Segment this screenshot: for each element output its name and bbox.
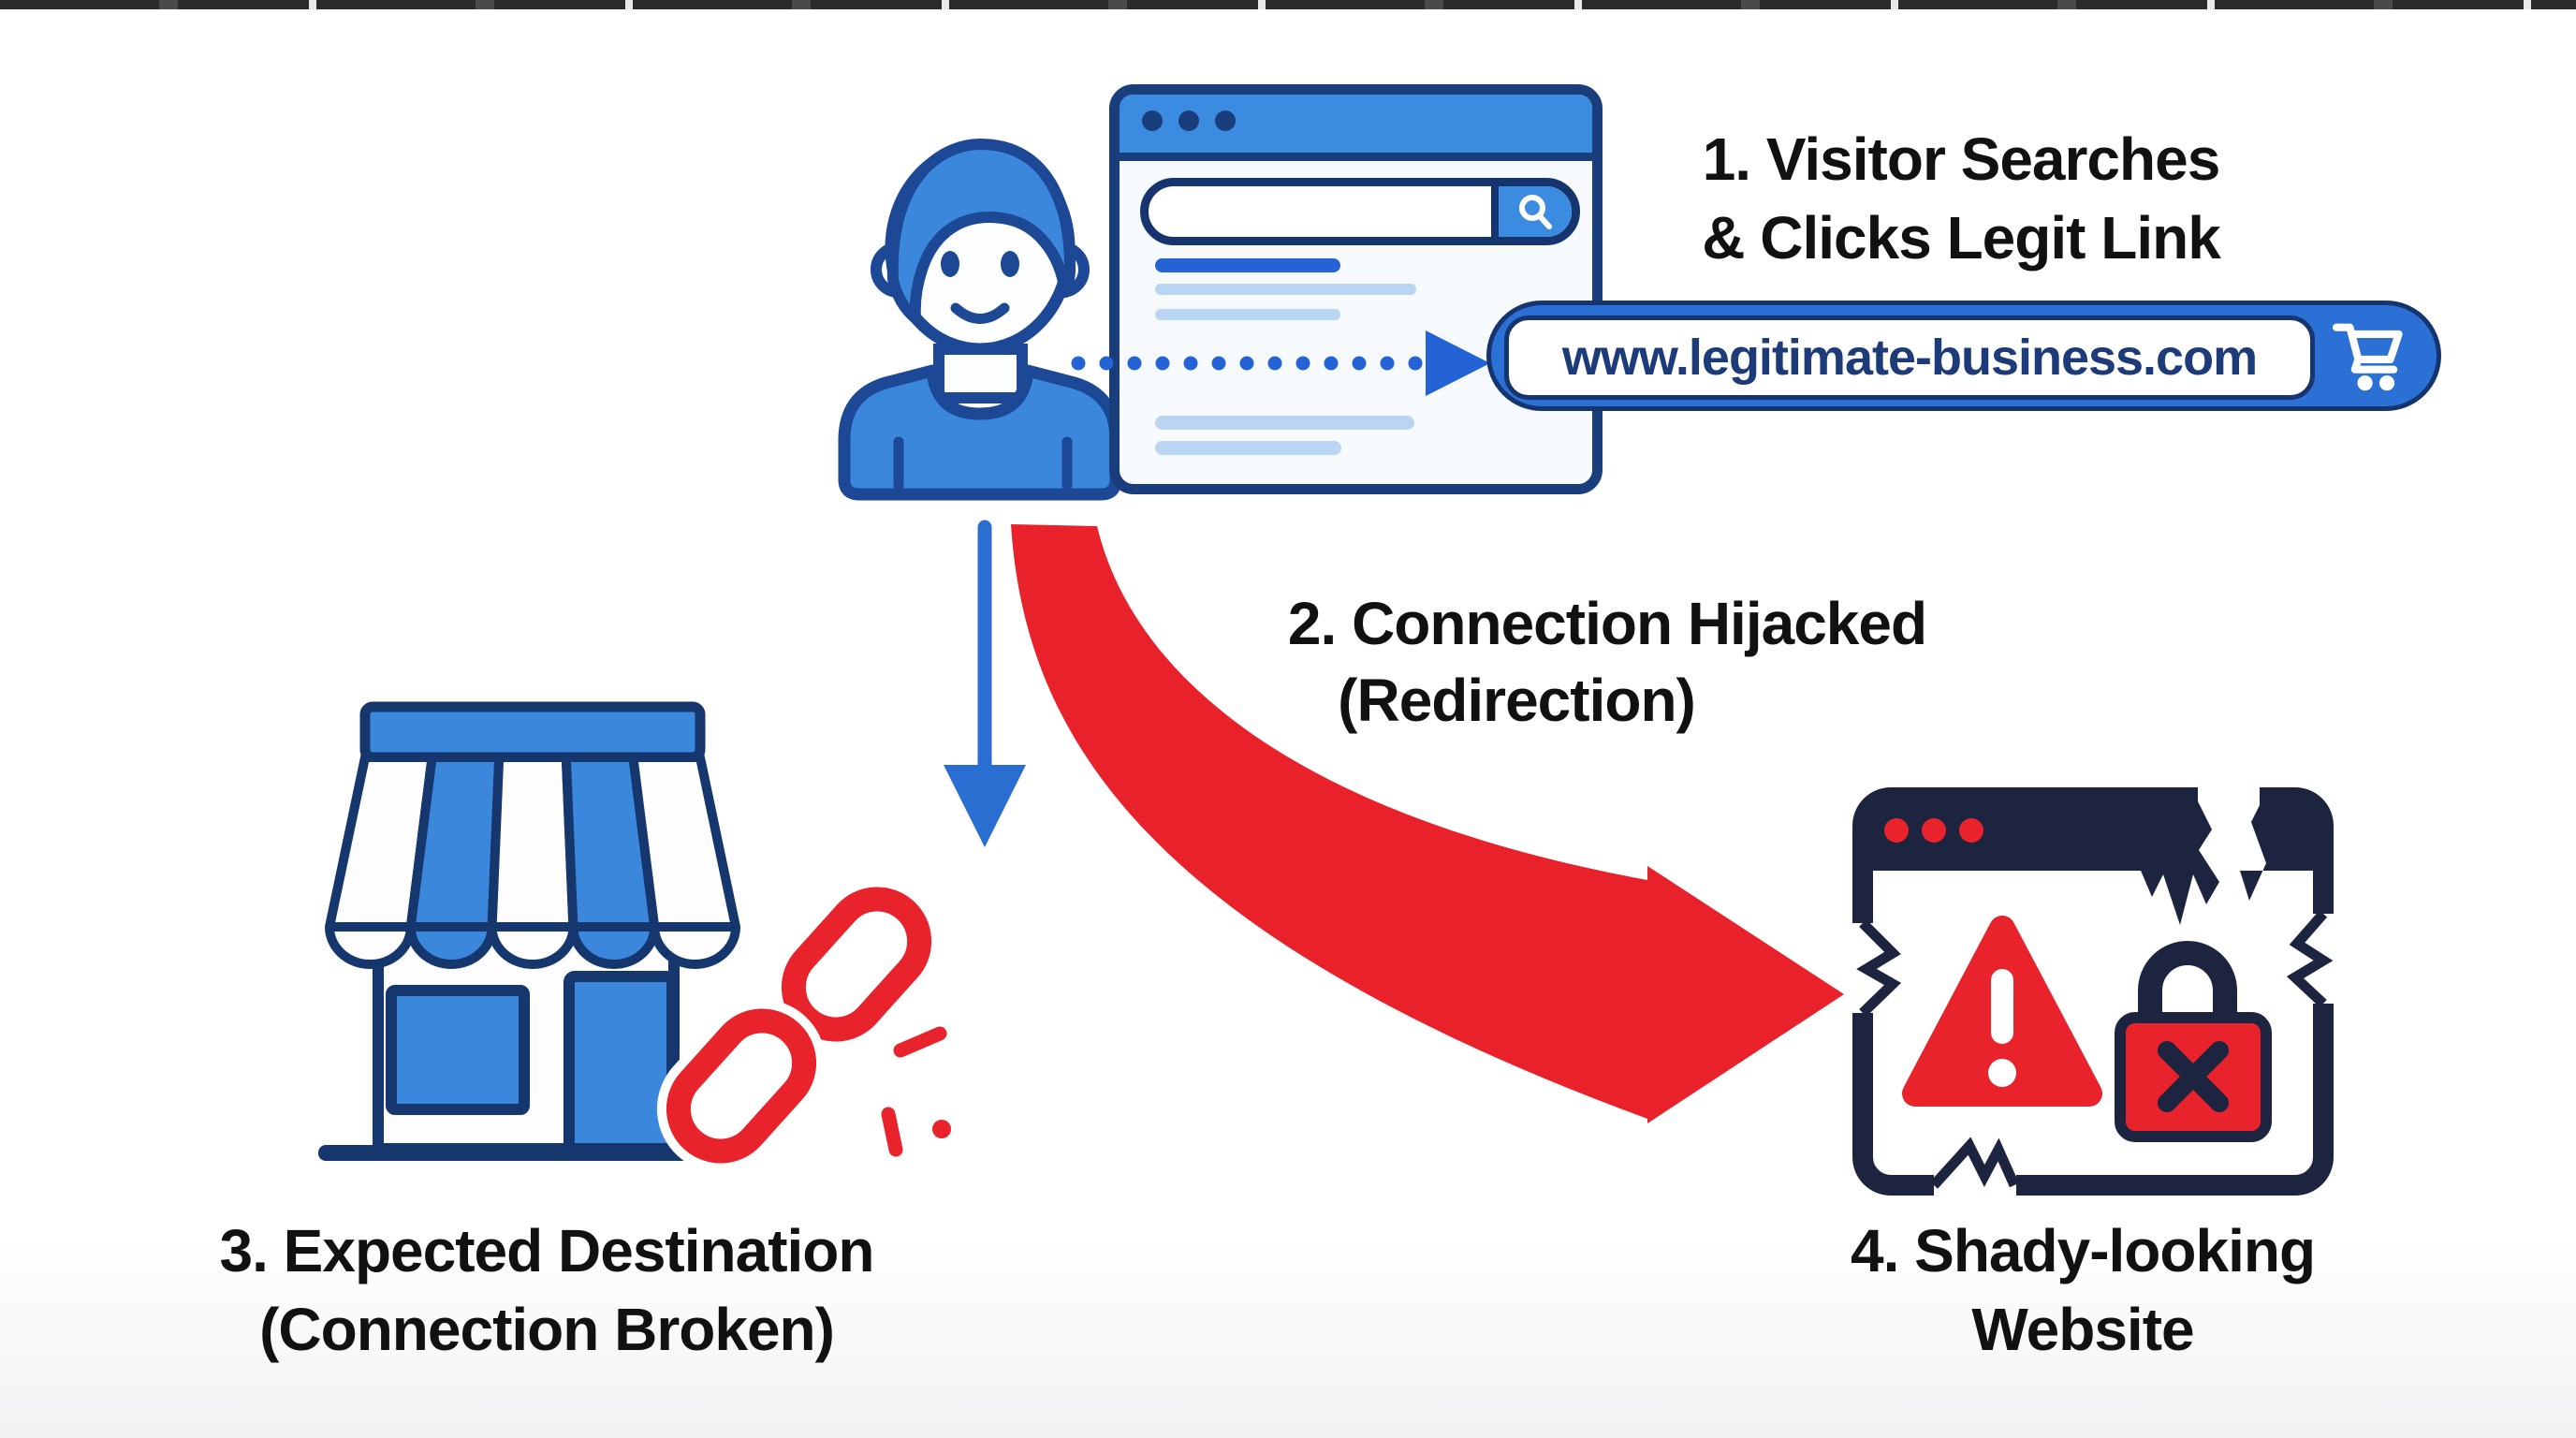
broken-lock-icon [2115, 941, 2272, 1142]
window-control-dots-icon [1142, 110, 1236, 131]
down-arrow-icon [944, 520, 1026, 847]
left-crack [1856, 919, 1902, 1017]
search-bar [1140, 178, 1580, 245]
result-line [1155, 309, 1340, 320]
shady-website-icon [1846, 777, 2344, 1198]
step1-line1: 1. Visitor Searches [1702, 125, 2221, 193]
store-window [386, 985, 530, 1115]
step4-line1: 4. Shady-looking [1850, 1217, 2316, 1284]
top-border-strip [0, 0, 2576, 9]
browser-titlebar [1120, 95, 1592, 161]
titlebar-right-shard [2240, 798, 2323, 901]
step4-caption: 4. Shady-looking Website [1708, 1211, 2457, 1369]
dotted-arrow-icon [1071, 330, 1490, 396]
torso-shape [838, 364, 1122, 501]
right-crack [2286, 910, 2334, 1008]
step2-line1: 2. Connection Hijacked [1287, 590, 1927, 657]
legit-link-pill: www.legitimate-business.com [1486, 301, 2441, 411]
step3-line2: (Connection Broken) [259, 1296, 835, 1363]
storefront-icon [318, 701, 740, 1161]
shopping-cart-icon [2332, 323, 2403, 391]
step1-line2: & Clicks Legit Link [1702, 204, 2221, 271]
result-line [1155, 284, 1416, 295]
person-icon [838, 139, 1122, 501]
result-line [1155, 441, 1341, 455]
bottom-crack [1929, 1137, 2020, 1189]
step3-caption: 3. Expected Destination (Connection Brok… [172, 1211, 921, 1369]
titlebar-left-shard [1863, 798, 2219, 925]
step3-line1: 3. Expected Destination [219, 1217, 875, 1284]
step2-caption-line1-wrap: 2. Connection Hijacked [1233, 584, 1982, 663]
hair-shape [886, 139, 1076, 324]
step2-caption-line2-wrap: (Redirection) [1142, 661, 1891, 740]
step4-line2: Website [1971, 1296, 2194, 1363]
magnifier-icon [1519, 195, 1552, 229]
break-spark-marks [881, 1026, 947, 1157]
result-line [1155, 258, 1340, 272]
broken-chain-icon [656, 877, 951, 1173]
store-awning [325, 753, 740, 969]
step2-line2: (Redirection) [1338, 667, 1696, 734]
curved-red-arrow-icon [1011, 524, 1844, 1123]
url-text: www.legitimate-business.com [1504, 315, 2315, 400]
search-button [1491, 186, 1572, 237]
step1-caption: 1. Visitor Searches & Clicks Legit Link [1587, 120, 2335, 277]
titlebar-dots-icon [1884, 818, 1983, 843]
result-line [1155, 416, 1414, 430]
